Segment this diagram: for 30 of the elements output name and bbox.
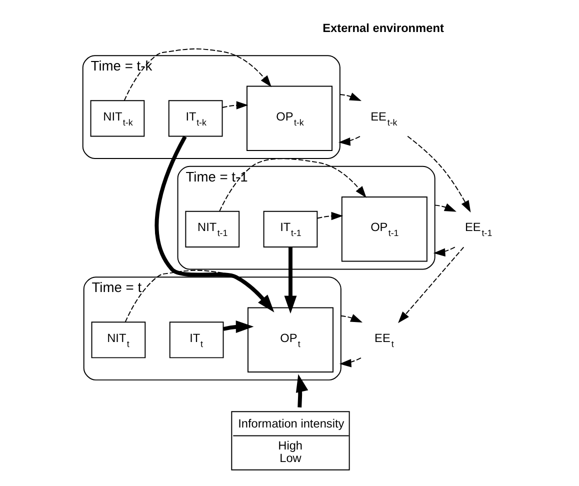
arrow [432, 246, 456, 257]
node-box: NIT$_{t-k}$ [90, 100, 144, 137]
node-box: NIT$_{t}$ [90, 322, 146, 358]
node-box: OP$_{t-1}$ [340, 196, 427, 262]
arrow [398, 246, 464, 324]
arrow [218, 158, 366, 212]
arrow [221, 101, 248, 110]
node-box: IT$_{t}$ [168, 322, 224, 358]
arrow [123, 48, 272, 102]
arrow [124, 270, 272, 323]
node-text: EE$_{t-k}$ [370, 110, 397, 128]
arrow [222, 320, 254, 334]
arrow [295, 374, 308, 408]
node-box: OP$_{t}$ [246, 307, 333, 373]
arrow [338, 357, 362, 368]
arrow [338, 92, 362, 102]
arrow [154, 136, 274, 312]
arrow [284, 247, 296, 314]
arrow [434, 203, 456, 212]
node-box: IT$_{t-1}$ [262, 210, 318, 248]
arrow [406, 136, 470, 212]
label: External environment [322, 21, 444, 36]
arrow [340, 314, 362, 322]
arrow [338, 136, 360, 146]
node-box: IT$_{t-k}$ [168, 100, 222, 137]
node-text: EE$_{t-1}$ [464, 220, 492, 238]
node-text: EE$_{t}$ [374, 330, 394, 349]
node-box: OP$_{t-k}$ [246, 86, 332, 152]
node-box: NIT$_{t-1}$ [184, 210, 240, 248]
arrow [316, 212, 343, 220]
